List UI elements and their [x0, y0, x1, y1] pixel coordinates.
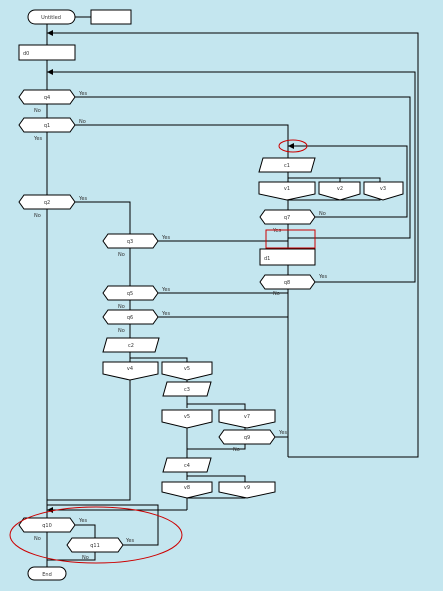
svg-text:v2: v2: [337, 186, 343, 192]
svg-text:q2: q2: [44, 200, 50, 206]
blank-box[interactable]: [90, 9, 132, 25]
svg-text:No: No: [79, 119, 86, 125]
svg-text:No: No: [319, 211, 326, 217]
svg-text:No: No: [34, 108, 41, 114]
arrowhead-icon: [47, 69, 53, 75]
block-v4[interactable]: v4: [102, 361, 159, 381]
svg-text:q4: q4: [44, 95, 50, 101]
svg-text:No: No: [34, 536, 41, 542]
svg-text:q11: q11: [90, 543, 100, 549]
svg-text:c3: c3: [184, 387, 190, 393]
arrowheads: [47, 30, 294, 513]
svg-text:Yes: Yes: [78, 196, 87, 202]
svg-text:q1: q1: [44, 123, 50, 129]
svg-text:v5: v5: [184, 366, 190, 372]
svg-text:Yes: Yes: [33, 136, 42, 142]
decision-q1[interactable]: q1 No Yes: [18, 117, 86, 142]
svg-text:No: No: [82, 555, 89, 561]
svg-text:q6: q6: [127, 315, 133, 321]
block-v5-top[interactable]: v5: [161, 361, 213, 381]
svg-text:Yes: Yes: [318, 274, 327, 280]
block-v9[interactable]: v9: [218, 481, 276, 499]
svg-text:q8: q8: [284, 280, 290, 286]
block-v1[interactable]: v1: [258, 181, 316, 201]
io-c2[interactable]: c2: [102, 337, 160, 353]
decision-q4[interactable]: q4 Yes No: [18, 89, 87, 114]
svg-text:q9: q9: [244, 435, 250, 441]
svg-text:v7: v7: [244, 414, 250, 420]
svg-text:Yes: Yes: [161, 311, 170, 317]
svg-text:No: No: [34, 213, 41, 219]
decision-q11[interactable]: q11 Yes No: [66, 537, 134, 561]
terminal-start[interactable]: Untitled: [27, 9, 76, 25]
block-v3[interactable]: v3: [363, 181, 404, 201]
decision-q2[interactable]: q2 Yes No: [18, 194, 87, 219]
terminal-start-label: Untitled: [41, 15, 61, 21]
io-c1[interactable]: c1: [258, 157, 316, 173]
svg-text:v8: v8: [184, 485, 190, 491]
terminal-end-label: End: [42, 572, 52, 578]
svg-text:Yes: Yes: [125, 538, 134, 544]
decision-q8[interactable]: q8 Yes No: [259, 274, 327, 297]
block-v6[interactable]: v5: [161, 409, 213, 429]
arrowhead-icon: [47, 30, 53, 36]
svg-text:d1: d1: [264, 256, 270, 262]
svg-text:q5: q5: [127, 291, 133, 297]
svg-text:No: No: [118, 252, 125, 258]
svg-text:v9: v9: [244, 485, 250, 491]
svg-text:v3: v3: [380, 186, 386, 192]
svg-text:q7: q7: [284, 215, 290, 221]
process-d1[interactable]: d1: [259, 248, 316, 266]
svg-text:No: No: [233, 447, 240, 453]
decision-q3[interactable]: q3 Yes No: [102, 233, 170, 258]
svg-text:v1: v1: [284, 186, 290, 192]
svg-text:Yes: Yes: [278, 430, 287, 436]
svg-text:No: No: [273, 291, 280, 297]
svg-text:c1: c1: [284, 163, 290, 169]
svg-text:c4: c4: [184, 463, 190, 469]
io-c3[interactable]: c3: [162, 381, 212, 397]
svg-text:Yes: Yes: [161, 287, 170, 293]
svg-text:c2: c2: [128, 343, 134, 349]
connector-lines: [46, 16, 419, 567]
arrowhead-icon: [47, 507, 53, 513]
svg-text:No: No: [118, 328, 125, 334]
arrowhead-icon: [288, 143, 294, 149]
svg-text:Yes: Yes: [78, 91, 87, 97]
decision-q9[interactable]: q9 Yes No: [218, 429, 287, 453]
block-v7[interactable]: v7: [218, 409, 276, 429]
highlight-ellipse-large: [9, 506, 183, 564]
decision-q5[interactable]: q5 Yes No: [102, 285, 170, 310]
io-c4[interactable]: c4: [162, 457, 212, 473]
decision-q10[interactable]: q10 Yes No: [18, 517, 87, 542]
process-d0[interactable]: d0: [18, 44, 76, 61]
highlight-rect: [265, 229, 316, 249]
svg-text:q10: q10: [42, 523, 52, 529]
svg-text:d0: d0: [23, 51, 29, 57]
svg-text:No: No: [118, 304, 125, 310]
svg-text:v4: v4: [127, 366, 133, 372]
svg-text:Yes: Yes: [78, 518, 87, 524]
svg-text:q3: q3: [127, 239, 133, 245]
decision-q7[interactable]: q7 No Yes: [259, 209, 326, 234]
highlight-ellipse-small: [278, 139, 308, 153]
block-v8[interactable]: v8: [161, 481, 213, 499]
decision-q6[interactable]: q6 Yes No: [102, 309, 170, 334]
svg-text:Yes: Yes: [161, 235, 170, 241]
svg-text:Yes: Yes: [272, 228, 281, 234]
svg-text:v5: v5: [184, 414, 190, 420]
terminal-end[interactable]: End: [27, 566, 67, 581]
block-v2[interactable]: v2: [318, 181, 361, 201]
